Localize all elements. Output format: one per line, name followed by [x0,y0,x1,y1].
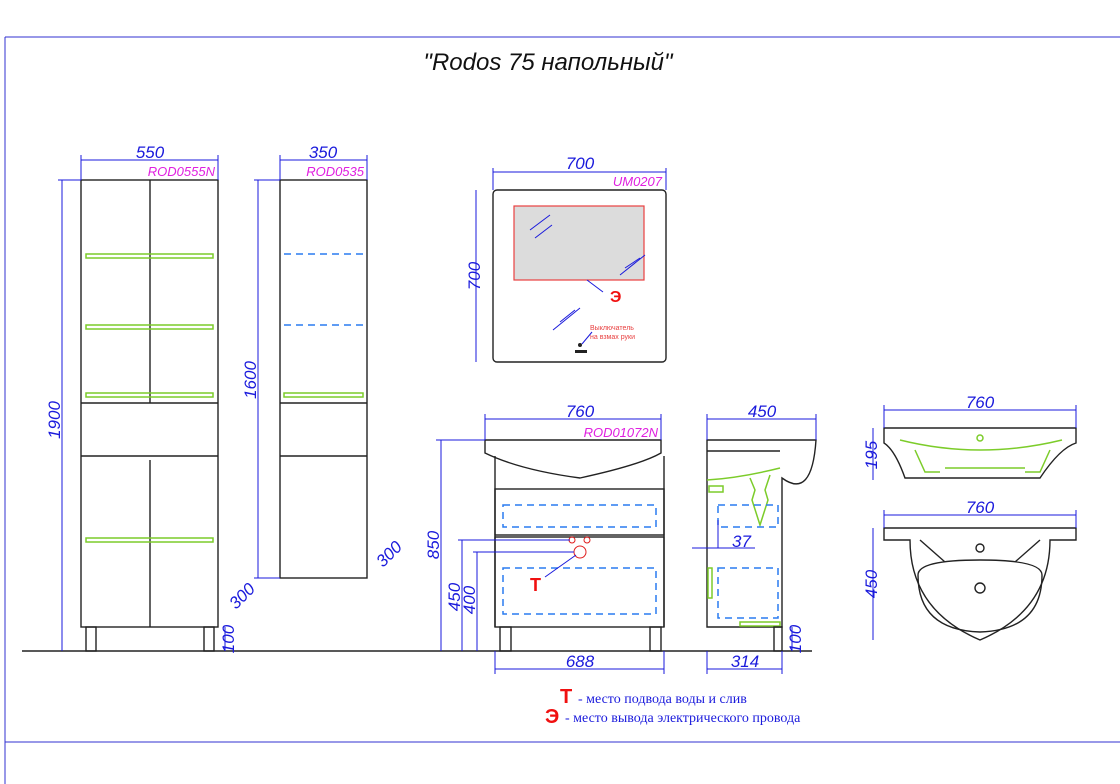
narrow-depth-label: 300 [372,537,406,571]
mirror-height-label: 700 [465,261,484,290]
narrow-code-label: ROD0535 [306,164,365,179]
legend-mark-electric: Э [545,706,559,728]
narrow-cabinet-dimensions: 350 ROD0535 1600 300 [241,143,406,579]
tall-leg-label: 100 [219,624,238,653]
sink-side-width-label: 760 [966,393,995,412]
legend-text-electric: - место вывода электрического провода [565,711,801,726]
sink-side-height-label: 195 [862,440,881,469]
narrow-height-label: 1600 [241,361,260,399]
side-leg-label: 100 [786,624,805,653]
side-body-depth-label: 314 [731,652,759,671]
vanity-height-label: 850 [424,530,443,559]
narrow-width-label: 350 [309,143,338,162]
vanity-side-dimensions: 450 314 37 100 [692,402,817,674]
legend-text-water: - место подвода воды и слив [578,692,747,707]
tall-cabinet-dimensions: 550 ROD0555N 1900 300 100 [45,143,259,653]
vanity-front: Т [484,439,665,652]
sink-top-dimensions: 760 450 [862,498,1077,640]
mirror-code-label: UM0207 [613,174,663,189]
switch-label-2: на взмах руки [590,334,635,341]
tall-height-label: 1900 [45,401,64,439]
vanity-side [706,439,817,652]
vanity-body-width-label: 688 [566,652,595,671]
legend: Т - место подвода воды и слив Э - место … [545,686,801,728]
tall-code-label: ROD0555N [148,164,216,179]
sink-side-dimensions: 760 195 [862,393,1077,480]
mirror-dimensions: 700 UM0207 700 [465,154,667,362]
mirror-electric-mark: Э [610,289,621,306]
narrow-cabinet [279,179,368,579]
page-title: "Rodos 75 напольный" [423,49,674,76]
legend-mark-water: Т [560,686,572,708]
vanity-water-mark: Т [530,575,541,595]
vanity-code-label: ROD01072N [584,425,659,440]
drain-height-label: 400 [460,585,479,614]
sink-top-depth-label: 450 [862,569,881,598]
side-depth-label: 450 [748,402,777,421]
water-height-label: 450 [445,582,464,611]
tall-depth-label: 300 [225,579,259,613]
switch-label-1: Выключатель [590,325,634,332]
side-offset-label: 37 [732,532,751,551]
tall-cabinet [80,179,219,652]
vanity-width-label: 760 [566,402,595,421]
sink-top-view [883,527,1077,641]
sink-side-view [883,427,1077,479]
sink-top-width-label: 760 [966,498,995,517]
mirror-width-label: 700 [566,154,595,173]
vanity-front-dimensions: 760 ROD01072N 688 850 450 400 [424,402,665,674]
mirror: Э Выключатель на взмах руки [492,189,667,363]
tall-width-label: 550 [136,143,165,162]
